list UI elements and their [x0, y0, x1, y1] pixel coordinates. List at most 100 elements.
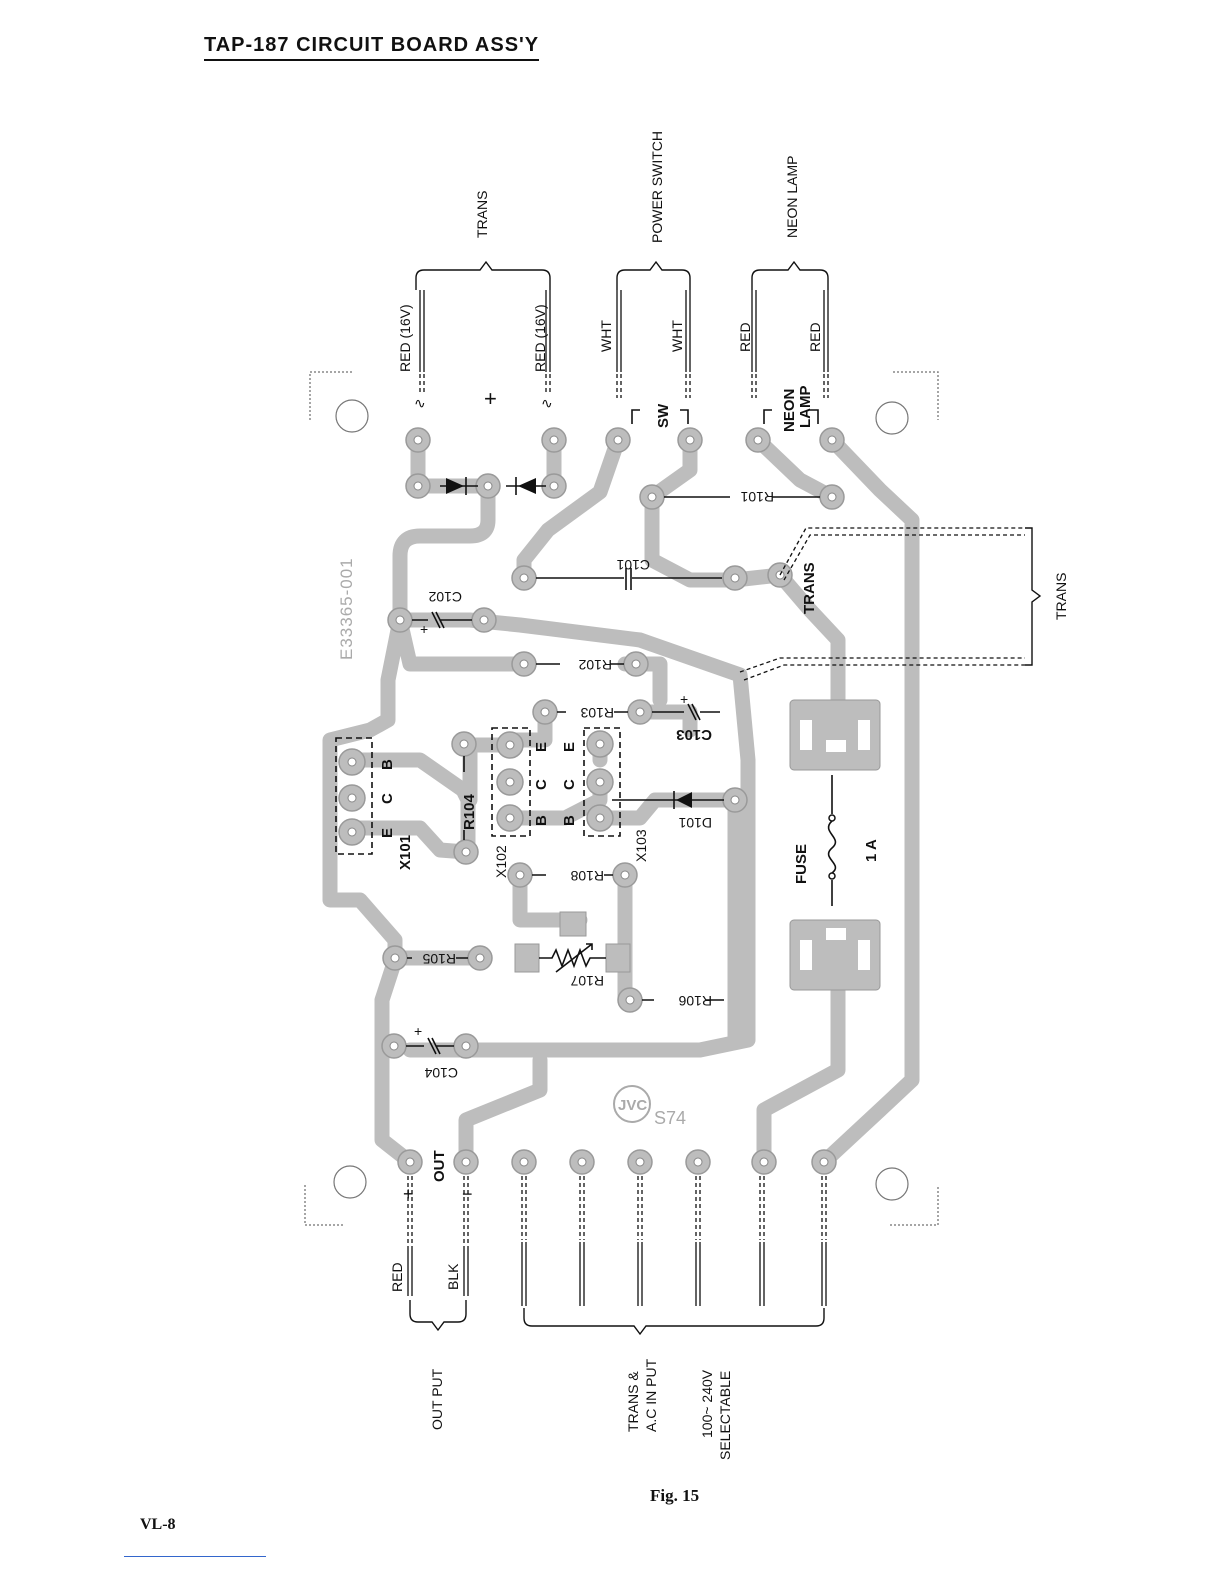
top-wires — [419, 290, 829, 398]
c101-label: C101 — [616, 557, 650, 573]
pad — [612, 862, 638, 888]
pad — [467, 945, 493, 971]
c103-symbol — [652, 703, 720, 721]
trans-group-label: TRANS — [474, 191, 490, 238]
pad — [471, 607, 497, 633]
c103-label: C103 — [676, 726, 712, 743]
logo-code-label: S74 — [654, 1108, 686, 1128]
power-switch-top-brace — [616, 260, 691, 290]
r101-label: R101 — [740, 489, 774, 505]
x102-pin-e: E — [533, 742, 550, 752]
pad — [511, 565, 537, 591]
r107-label: R107 — [570, 973, 604, 989]
board-corner-br — [890, 1185, 939, 1226]
r107-pad-left — [514, 943, 540, 973]
mounting-hole-tl — [335, 399, 369, 433]
r107-pad-right — [605, 943, 631, 973]
output-group-label: OUT PUT — [429, 1368, 445, 1430]
pad — [496, 731, 524, 759]
trans-ac-label-line2: A.C IN PUT — [643, 1358, 659, 1432]
x101-label: X101 — [397, 835, 414, 870]
pad — [405, 427, 431, 453]
jvc-logo-text: JVC — [618, 1097, 647, 1114]
output-bottom-brace — [409, 1300, 467, 1332]
x103-outline — [583, 727, 621, 837]
x102-label: X102 — [493, 845, 509, 878]
neon-lamp-top-brace — [751, 260, 829, 290]
neon-lamp-bracket — [763, 409, 819, 424]
red-16v-wire-label-b: RED (16V) — [532, 304, 548, 372]
fuse-holders — [789, 699, 881, 991]
trans-inner-label: TRANS — [801, 562, 818, 614]
r103-label: R103 — [580, 705, 614, 721]
fuse-rating-label: 1 A — [863, 839, 880, 862]
c104-symbol — [406, 1037, 454, 1055]
wht-wire-label-b: WHT — [669, 320, 685, 352]
fuse-label: FUSE — [793, 844, 810, 884]
pad — [627, 699, 653, 725]
ac-symbol-b: ∿ — [541, 395, 553, 411]
neon-lamp-group-label: NEON LAMP — [784, 156, 800, 238]
ac-input-bottom-brace — [523, 1308, 825, 1336]
power-switch-group-label: POWER SWITCH — [649, 131, 665, 243]
r108-label: R108 — [570, 868, 604, 884]
out-label: OUT — [431, 1150, 448, 1182]
pad — [496, 804, 524, 832]
pad — [453, 1149, 479, 1175]
board-corner-tl — [309, 371, 352, 420]
mounting-hole-bl — [333, 1165, 367, 1199]
solder-pads — [338, 427, 845, 1175]
mounting-hole-br — [875, 1167, 909, 1201]
bottom-wires — [407, 1176, 827, 1306]
pad — [586, 768, 614, 796]
r107-arrow — [555, 943, 593, 973]
pad — [496, 768, 524, 796]
pad — [451, 731, 477, 757]
figure-caption: Fig. 15 — [650, 1486, 700, 1505]
trans-side-label: TRANS — [1053, 573, 1069, 620]
x103-label: X103 — [633, 829, 649, 862]
pad — [511, 651, 537, 677]
board-id-label: E33365-001 — [337, 557, 356, 660]
pad — [397, 1149, 423, 1175]
trans-side-brace — [1025, 527, 1042, 666]
pad — [751, 1149, 777, 1175]
c102-symbol — [412, 611, 472, 629]
x103-pin-b: B — [561, 815, 578, 826]
trans-wire-lower — [739, 657, 1025, 681]
pad — [677, 427, 703, 453]
c102-label: C102 — [428, 589, 462, 605]
out-minus-sign: − — [462, 1184, 473, 1204]
c104-plus: + — [414, 1023, 422, 1039]
pad — [627, 1149, 653, 1175]
page-title: TAP-187 CIRCUIT BOARD ASS'Y — [204, 34, 540, 61]
bridge-diode-left — [440, 477, 478, 495]
pad — [811, 1149, 837, 1175]
selectable-label-line2: SELECTABLE — [717, 1371, 733, 1460]
pad — [532, 699, 558, 725]
pad — [338, 748, 366, 776]
x103-pin-e: E — [561, 742, 578, 752]
c103-plus: + — [680, 691, 688, 707]
x102-pin-c: C — [533, 779, 550, 790]
selectable-label-line1: 100~ 240V — [699, 1369, 715, 1438]
x101-pin-c: C — [379, 793, 396, 804]
pad — [453, 839, 479, 865]
pad — [507, 862, 533, 888]
pad — [381, 1033, 407, 1059]
r104-label: R104 — [461, 793, 478, 830]
r107-symbol — [539, 947, 606, 969]
pad — [569, 1149, 595, 1175]
r108-pad — [559, 911, 587, 937]
wht-wire-label-a: WHT — [598, 320, 614, 352]
fuse-symbol — [827, 775, 837, 906]
pad — [453, 1033, 479, 1059]
sw-bracket — [631, 409, 689, 424]
x101-pin-e: B — [379, 759, 396, 770]
pad — [586, 730, 614, 758]
pad — [387, 607, 413, 633]
pad — [338, 818, 366, 846]
x102-outline — [491, 727, 531, 837]
r106-label: R106 — [678, 993, 712, 1009]
